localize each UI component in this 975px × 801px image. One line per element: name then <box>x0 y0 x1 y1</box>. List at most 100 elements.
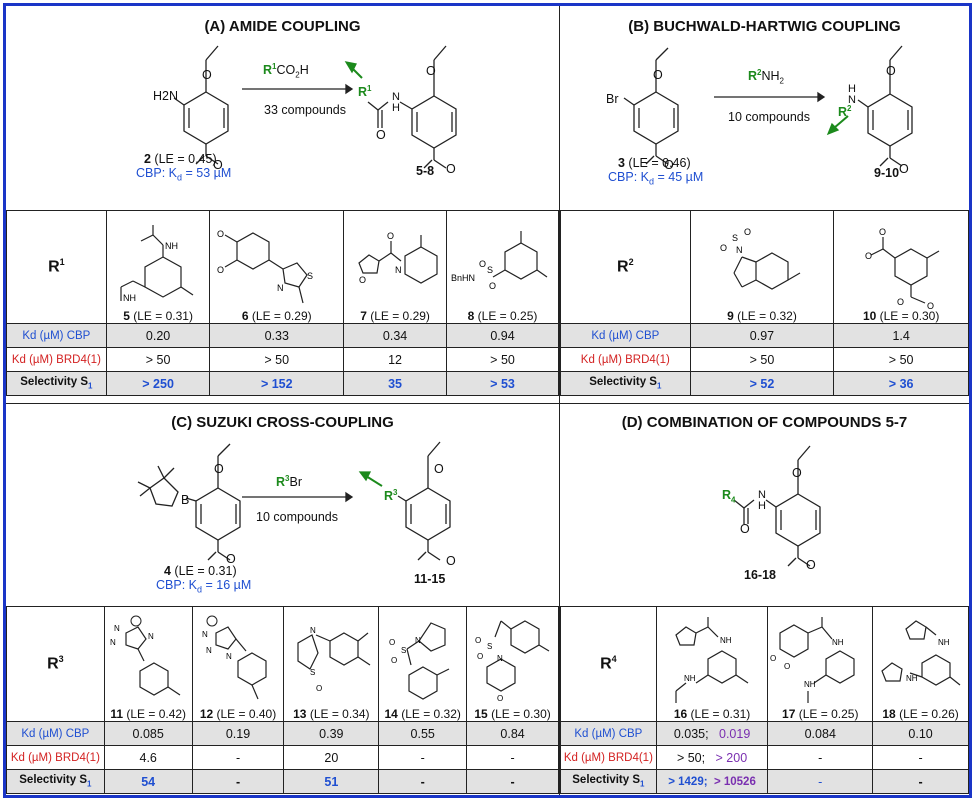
table-a-sel-8: > 53 <box>446 371 559 396</box>
table-a-brd4-5: > 50 <box>105 347 211 372</box>
panel-b-arrow-label: 10 compounds <box>728 110 811 124</box>
table-a-cbp-7: 0.34 <box>343 323 448 348</box>
svg-text:S: S <box>310 668 315 677</box>
table-a-cbp-8: 0.94 <box>446 323 559 348</box>
svg-text:BnHN: BnHN <box>451 273 475 283</box>
table-c-cbp-12: 0.19 <box>191 721 285 746</box>
table-d-cbp-16: 0.035; 0.019 <box>655 721 769 746</box>
svg-text:S: S <box>487 642 492 651</box>
table-c-sel-14: - <box>378 769 468 794</box>
table-d-header: R4 <box>560 606 657 722</box>
panel-c-arrow-label: 10 compounds <box>256 510 339 524</box>
structure-17: O O NH NH <box>770 617 855 703</box>
panel-b-product-id: 9-10 <box>874 166 900 180</box>
svg-text:O: O <box>497 694 503 703</box>
svg-text:N: N <box>310 626 316 635</box>
svg-text:S: S <box>732 233 738 243</box>
panel-b-product-structure <box>826 45 913 167</box>
structure-16: NH NH <box>675 617 749 703</box>
structure-12: N N N <box>202 615 267 700</box>
table-d-row-cbp-label: Kd (µM) CBP <box>560 721 657 746</box>
table-d-row-sel-label: Selectivity S1 <box>560 769 657 794</box>
table-c-cbp-15: 0.84 <box>466 721 559 746</box>
table-c-row-sel-label: Selectivity S1 <box>6 769 105 794</box>
panel-c-start-o: O <box>214 462 224 476</box>
svg-text:N: N <box>395 265 402 275</box>
panel-a-arrow-label: 33 compounds <box>264 103 347 117</box>
svg-text:O: O <box>865 251 872 261</box>
structure-5: NH NH <box>120 225 194 303</box>
table-b-cbp-9: 0.97 <box>689 323 835 348</box>
table-c-compound-12: N N N 12 (LE = 0.40) <box>191 606 285 722</box>
table-a-sel-6: > 152 <box>209 371 345 396</box>
table-d: R4 NH NH 16 (LE = 0.31) <box>560 606 969 794</box>
table-c-compound-14: S O O N 14 (LE = 0.32) <box>378 606 468 722</box>
svg-text:O: O <box>784 662 790 671</box>
svg-text:O: O <box>359 275 366 285</box>
table-d-brd4-16: > 50; > 200 <box>655 745 769 770</box>
svg-text:NH: NH <box>906 674 918 683</box>
table-d-compound-16: NH NH 16 (LE = 0.31) <box>655 606 769 722</box>
table-d-sel-18: - <box>872 769 969 794</box>
table-c-brd4-15: - <box>466 745 559 770</box>
table-b-cbp-10: 1.4 <box>833 323 969 348</box>
panel-a-product-amide-o: O <box>376 128 386 142</box>
panel-b-start-caption: 3 (LE = 0.46) <box>618 156 691 170</box>
table-d-compound-17: O O NH NH 17 (LE = 0.25) <box>767 606 874 722</box>
panel-a-title: (A) AMIDE COUPLING <box>204 18 361 35</box>
table-a-compound-7: O O N 7 (LE = 0.29) <box>343 210 448 324</box>
panel-b-start-ketone-o: O <box>664 158 674 172</box>
panel-b-start-o: O <box>653 68 663 82</box>
panel-a-start-caption: 2 (LE = 0.45) <box>144 152 217 166</box>
panel-c-title: (C) SUZUKI CROSS-COUPLING <box>171 414 394 431</box>
panel-c-product-id: 11-15 <box>414 572 446 586</box>
table-b-compound-9: N S O O 9 (LE = 0.32) <box>689 210 835 324</box>
table-d-row-brd4-label: Kd (µM) BRD4(1) <box>560 745 657 770</box>
divider-horizontal <box>6 403 969 404</box>
panel-b-start-br: Br <box>606 92 619 106</box>
panel-d-product-ketone-o: O <box>806 558 816 572</box>
figure-frame: (A) AMIDE COUPLING O O H2N 2 (LE = 0.45)… <box>3 3 972 798</box>
svg-text:O: O <box>316 684 322 693</box>
table-b: R2 N S O O 9 (LE = 0.32) <box>560 210 969 396</box>
panel-c-start-ketone-o: O <box>226 552 236 566</box>
svg-text:O: O <box>475 636 481 645</box>
table-b-compound-10: O O O O 10 (LE = 0.30) <box>833 210 969 324</box>
table-a-sel-5: > 250 <box>105 371 211 396</box>
table-a: R1 NH NH 5 (LE = 0.31) <box>6 210 559 396</box>
panel-c-product-r: R3 <box>384 488 398 504</box>
panel-a-product-id: 5-8 <box>416 164 435 178</box>
table-a-row-brd4-label: Kd (µM) BRD4(1) <box>6 347 107 372</box>
table-b-row-brd4-label: Kd (µM) BRD4(1) <box>560 347 691 372</box>
svg-text:N: N <box>736 245 743 255</box>
panel-a-product-structure <box>344 45 457 169</box>
table-c-row-brd4-label: Kd (µM) BRD4(1) <box>6 745 105 770</box>
panel-b-arrow <box>714 91 826 103</box>
svg-text:O: O <box>720 243 727 253</box>
table-d-cbp-18: 0.10 <box>872 721 969 746</box>
svg-text:N: N <box>202 630 208 639</box>
table-a-sel-7: 35 <box>343 371 448 396</box>
svg-text:N: N <box>110 638 116 647</box>
svg-text:O: O <box>897 297 904 307</box>
panel-c-start-b: B <box>181 493 190 507</box>
svg-text:NH: NH <box>938 638 950 647</box>
panel-a-product-r: R1 <box>358 84 372 100</box>
table-a-compound-8: S O O BnHN 8 (LE = 0.25) <box>446 210 559 324</box>
panel-d-product-o: O <box>792 466 802 480</box>
table-c-header: R3 <box>6 606 105 722</box>
table-d-brd4-18: - <box>872 745 969 770</box>
svg-text:S: S <box>307 271 313 281</box>
table-d-compound-18: NH NH 18 (LE = 0.26) <box>872 606 969 722</box>
panel-b-product-r: R2 <box>838 104 852 120</box>
table-d-sel-17: - <box>767 769 874 794</box>
svg-text:O: O <box>479 259 486 269</box>
panel-d-product-r: R4 <box>722 488 736 505</box>
svg-text:NH: NH <box>123 293 136 303</box>
table-a-cbp-5: 0.20 <box>105 323 211 348</box>
panel-b-title: (B) BUCHWALD-HARTWIG COUPLING <box>628 18 901 35</box>
svg-text:NH: NH <box>720 636 732 645</box>
structure-6: O O S N <box>217 229 313 304</box>
svg-text:N: N <box>415 636 421 645</box>
